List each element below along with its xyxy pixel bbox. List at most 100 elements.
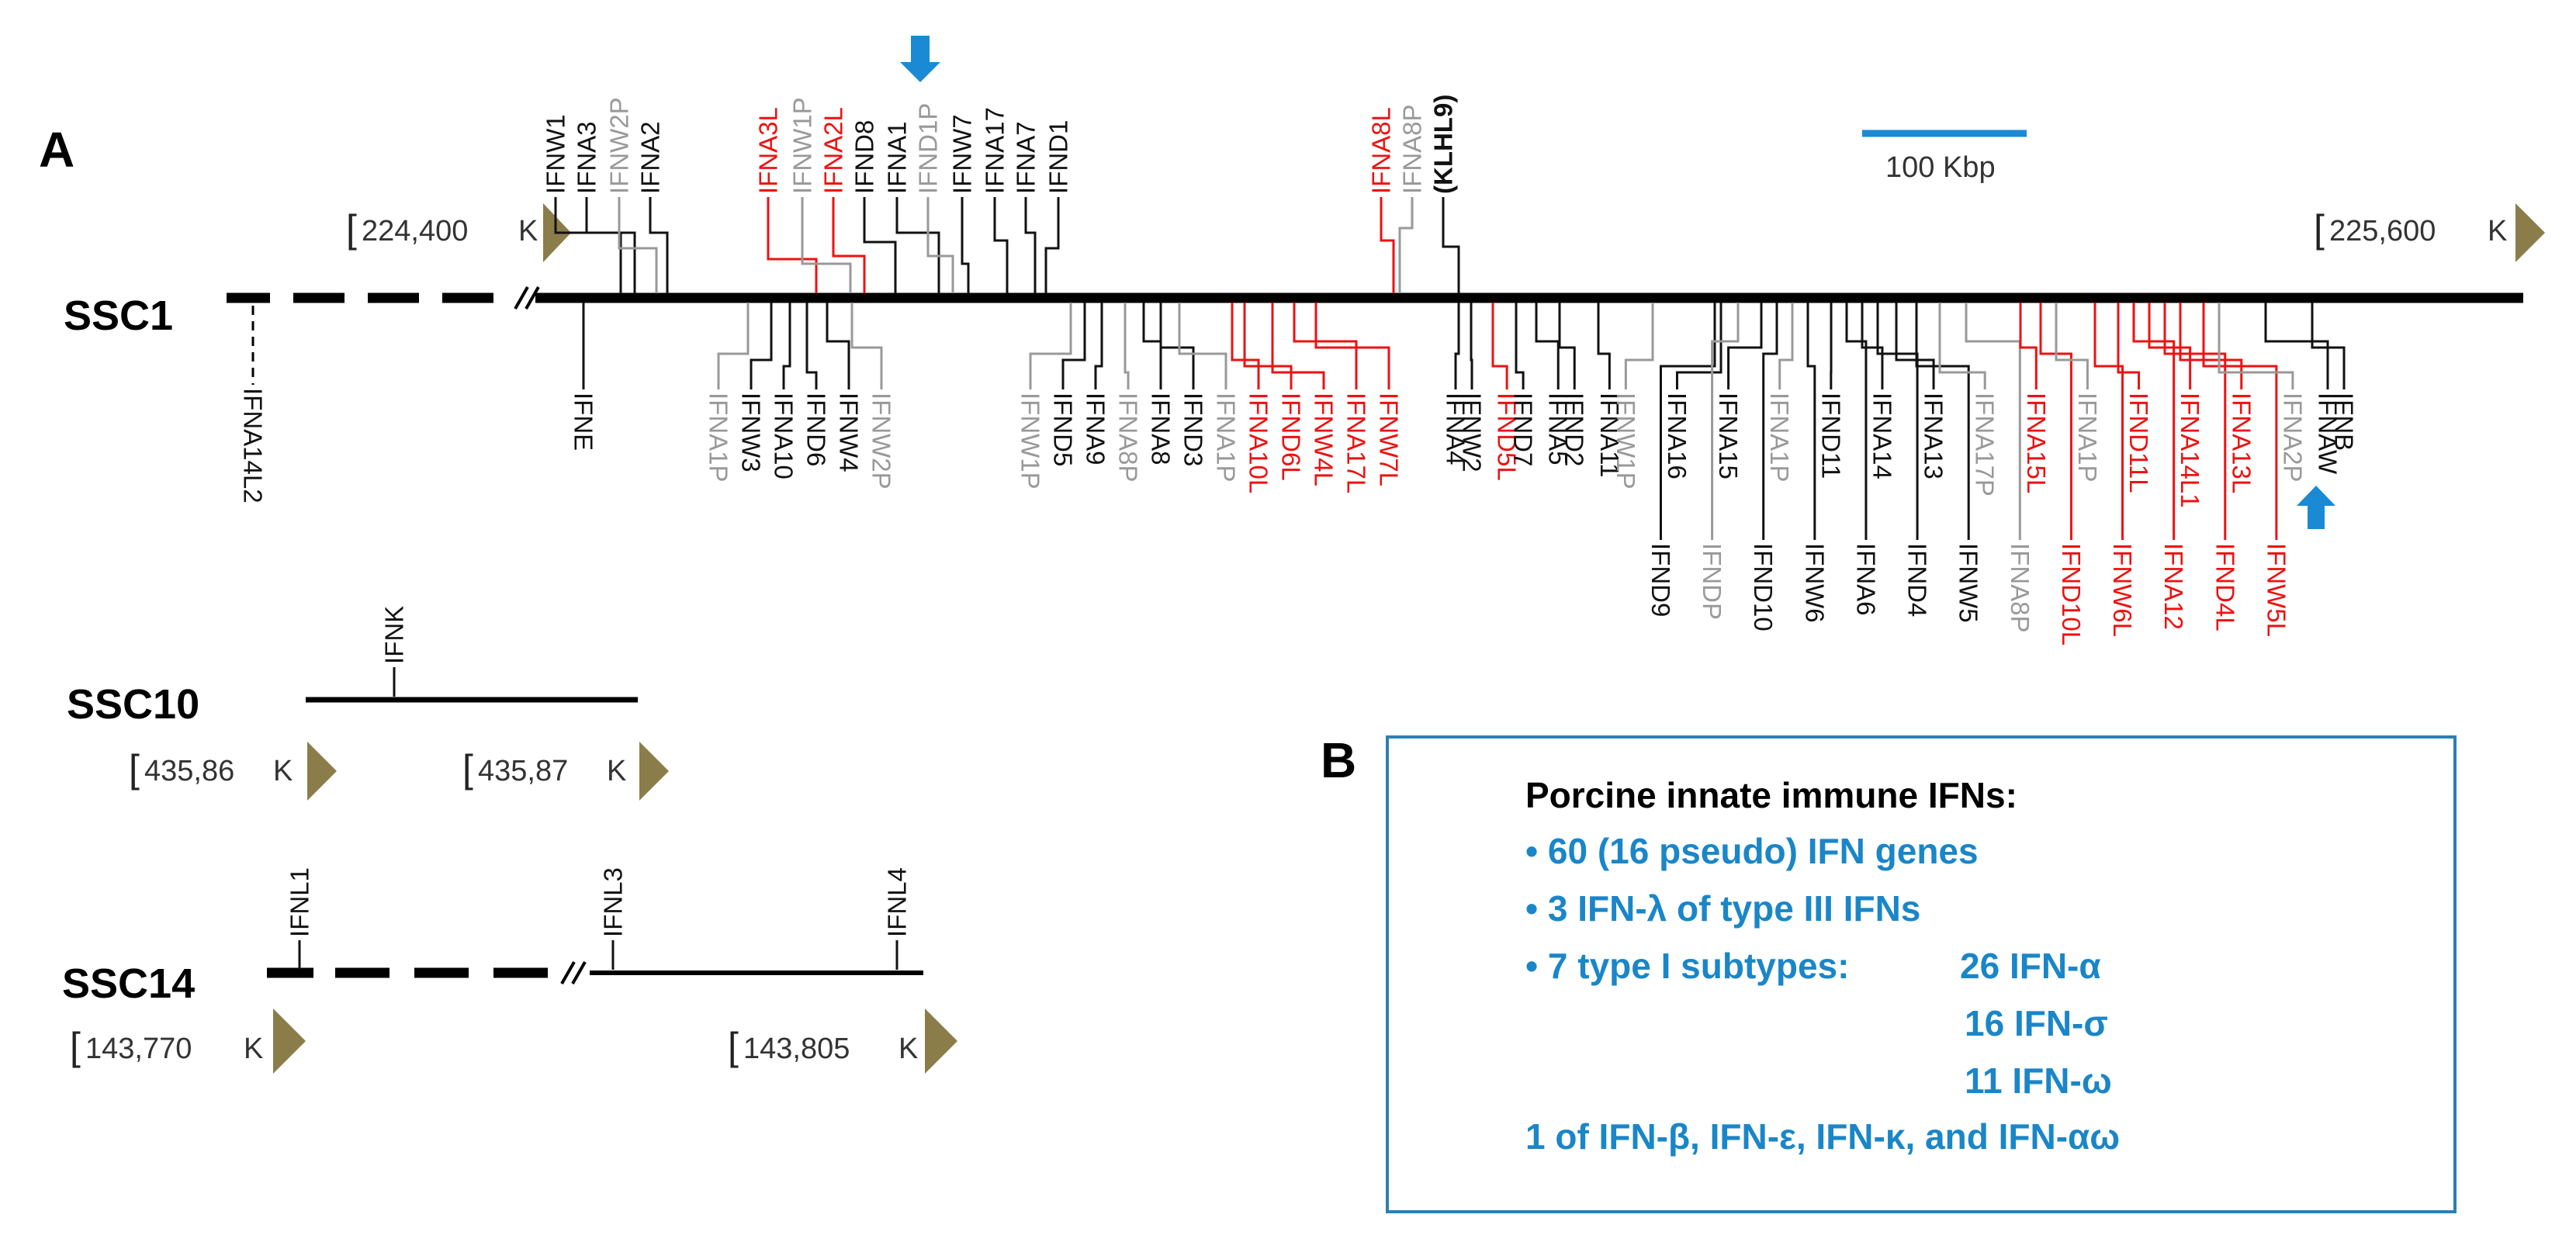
ssc1-bottom-gene-53-ifna2p: IFNA2P <box>2278 393 2307 483</box>
ssc1-bottom-connector-43 <box>2019 303 2038 389</box>
ssc1-top-connector-1 <box>585 197 636 293</box>
ssc1-bottom-connector-4 <box>782 303 791 389</box>
ssc1-bottom-gene-16-ifnd6l: IFND6L <box>1277 393 1306 481</box>
ssc1-bottom-gene-54-ifnaw: IFNAW <box>2314 393 2342 475</box>
svg-text:[: [ <box>462 747 473 791</box>
ssc1-top-connector-13 <box>1044 197 1060 293</box>
ssc1-bottom-gene-30-ifndp: IFNDP <box>1698 543 1726 620</box>
ssc1-top-connector-5 <box>801 197 852 293</box>
ssc1-bottom-connector-12 <box>1142 303 1162 389</box>
ssc1-bottom-gene-25-ifnd2: IFND2 <box>1560 393 1589 466</box>
ssc1-bottom-gene-0-ifna14l2: IFNA14L2 <box>239 388 268 503</box>
svg-text:K: K <box>244 1033 263 1065</box>
ssc1-bottom-gene-50-ifnd4l: IFND4L <box>2211 543 2239 631</box>
ssc1-bottom-gene-4-ifna10: IFNA10 <box>770 393 798 479</box>
ssc14-label: SSC14 <box>62 960 195 1007</box>
ssc1-bottom-connector-37 <box>1861 303 1884 389</box>
svg-text:[: [ <box>2314 207 2325 251</box>
ifnb-arrow-icon <box>2297 486 2335 529</box>
ssc1-bottom-gene-26-ifna11: IFNA11 <box>1595 393 1624 477</box>
ssc1-bottom-gene-46-ifnw6l: IFNW6L <box>2108 543 2137 637</box>
ssc1-top-connector-14 <box>1380 197 1395 293</box>
ssc1-start-coord: [ 224,400 K <box>346 203 571 262</box>
svg-text:K: K <box>898 1033 918 1065</box>
ssc14-start-coord: [ 143,770 K <box>70 1009 306 1074</box>
ssc1-bottom-gene-18-ifna17l: IFNA17L <box>1342 393 1371 493</box>
svg-text:[: [ <box>728 1025 739 1068</box>
ssc1-bottom-gene-9-ifnd5: IFND5 <box>1049 393 1078 466</box>
svg-text:435,87: 435,87 <box>478 755 568 787</box>
ssc1-end-marker-icon <box>2515 203 2545 262</box>
ssc1-bottom-gene-19-ifnw7l: IFNW7L <box>1375 393 1404 486</box>
ssc1-top-connector-10 <box>961 197 970 293</box>
ssc14-end-marker-icon <box>925 1009 957 1074</box>
svg-text:435,86: 435,86 <box>144 755 234 787</box>
summary-alpha-count: 26 IFN-α <box>1960 946 2101 986</box>
ssc1-bottom-gene-31-ifna15: IFNA15 <box>1714 393 1743 479</box>
ssc1-bottom-gene-8-ifnw1p: IFNW1P <box>1016 393 1045 490</box>
ssc1-bottom-connector-51 <box>2179 303 2243 389</box>
svg-text:224,400: 224,400 <box>362 215 468 247</box>
ssc14-break-mark <box>560 961 587 984</box>
ssc1-bottom-gene-35-ifnd11: IFND11 <box>1816 393 1845 479</box>
ssc1-top-gene-1-ifna3: IFNA3 <box>573 121 601 194</box>
summary-bullet-type1: • 7 type I subtypes: <box>1525 946 1850 986</box>
ssc1-bottom-gene-24-ifna5: IFNA5 <box>1544 393 1573 465</box>
ssc1-top-connector-12 <box>1024 197 1037 293</box>
ssc1-bottom-connector-30 <box>1711 303 1740 540</box>
ifna1-arrow-icon <box>900 36 940 82</box>
ssc1-bottom-gene-45-ifna1p: IFNA1P <box>2073 393 2102 483</box>
ssc14-gene-1-ifnl3: IFNL3 <box>599 867 628 937</box>
ssc1-top-connector-15 <box>1398 197 1414 293</box>
ssc14-gene-0-ifnl1: IFNL1 <box>286 867 314 937</box>
ssc1-end-coord: [ 225,600 K <box>2314 203 2545 262</box>
ssc1-bottom-connector-32 <box>1762 303 1778 540</box>
ssc1-bottom-gene-51-ifna13l: IFNA13L <box>2227 393 2256 493</box>
ssc1-top-gene-10-ifnw7: IFNW7 <box>948 114 977 194</box>
ssc1-bottom-gene-38-ifnd4: IFND4 <box>1903 543 1932 617</box>
svg-text:[: [ <box>70 1025 81 1068</box>
ssc1-bottom-gene-2-ifna1p: IFNA1P <box>705 393 733 483</box>
ssc10-start-marker-icon <box>307 742 337 801</box>
ssc1-bottom-gene-42-ifna8p: IFNA8P <box>2006 543 2034 633</box>
ssc1-bottom-connector-29 <box>1675 303 1723 389</box>
ssc1-bottom-gene-3-ifnw3: IFNW3 <box>737 393 766 472</box>
ssc1-bottom-gene-21-ifnw2: IFNW2 <box>1458 393 1487 472</box>
ssc1-bottom-connector-47 <box>2117 303 2141 389</box>
ssc1-bottom-connector-23 <box>1515 303 1525 389</box>
ssc1-top-gene-15-ifna8p: IFNA8P <box>1398 104 1427 194</box>
svg-text:143,805: 143,805 <box>743 1033 850 1065</box>
ssc1-bottom-gene-33-ifna1p: IFNA1P <box>1765 393 1794 483</box>
ssc1-top-gene-13-ifnd1: IFND1 <box>1044 120 1073 194</box>
ssc1-bottom-connector-52 <box>2202 303 2278 540</box>
ssc1-bottom-connector-13 <box>1159 303 1195 389</box>
summary-box: Porcine innate immune IFNs: • 60 (16 pse… <box>1386 735 2457 1213</box>
ssc1-bottom-connector-55 <box>2311 303 2346 389</box>
ssc1-bottom-gene-29-ifna16: IFNA16 <box>1663 393 1691 479</box>
ssc1-top-gene-8-ifna1: IFNA1 <box>883 121 912 194</box>
scale-bar-label: 100 Kbp <box>1885 151 1996 184</box>
summary-bullet-lambda: • 3 IFN-λ of type III IFNs <box>1525 888 1921 929</box>
ssc1-top-connector-7 <box>863 197 897 293</box>
ssc1-bottom-connector-41 <box>1938 303 1986 389</box>
ssc1-bottom-connector-5 <box>805 303 818 389</box>
ssc10-start-coord: [ 435,86 K <box>129 742 337 801</box>
ssc1-bottom-connector-21 <box>1470 303 1473 389</box>
panel-a-label: A <box>39 122 74 178</box>
ssc1-bottom-gene-11-ifna8p: IFNA8P <box>1114 393 1143 483</box>
ssc1-bottom-connector-10 <box>1094 303 1103 389</box>
ssc1-bottom-gene-47-ifnd11l: IFND11L <box>2124 393 2153 493</box>
ssc1-bottom-gene-13-ifnd3: IFND3 <box>1179 393 1208 466</box>
ssc1-bottom-gene-1-ifne: IFNE <box>570 393 598 451</box>
ssc1-bottom-connector-17 <box>1271 303 1325 389</box>
ssc1-bottom-gene-39-ifna13: IFNA13 <box>1920 393 1948 479</box>
ssc10-end-marker-icon <box>639 742 669 801</box>
ssc1-bottom-gene-5-ifnd6: IFND6 <box>802 393 831 466</box>
svg-text:143,770: 143,770 <box>85 1033 192 1065</box>
ssc1-top-gene-4-ifna3l: IFNA3L <box>754 107 783 194</box>
ssc1-bottom-connector-33 <box>1778 303 1794 389</box>
svg-text:K: K <box>607 755 626 787</box>
ssc1-bottom-gene-34-ifnw6: IFNW6 <box>1800 543 1829 623</box>
ssc1-bottom-connector-46 <box>2093 303 2124 540</box>
ssc1-bottom-connector-16 <box>1243 303 1293 389</box>
